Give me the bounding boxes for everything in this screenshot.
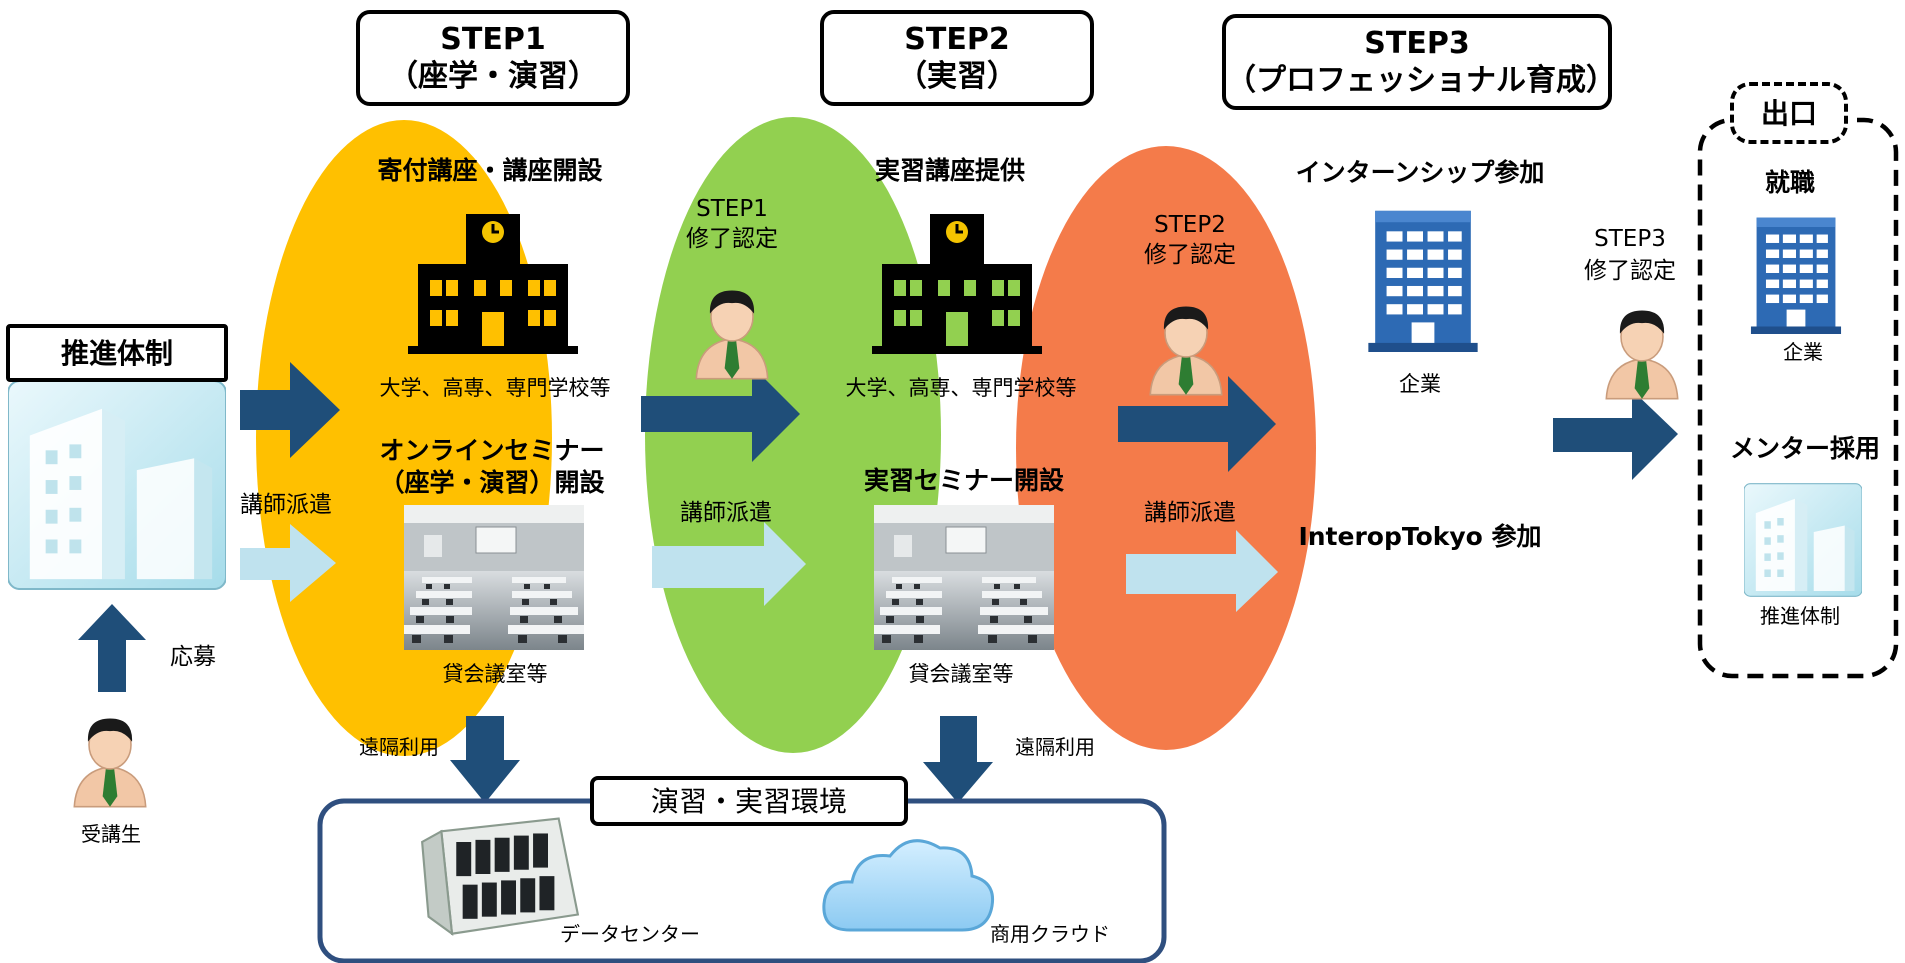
step2-school-caption: 大学、高専、専門学校等 (845, 376, 1077, 400)
step3-company-caption: 企業 (1399, 372, 1441, 396)
arrow-apply-up (78, 604, 146, 692)
env-title-box: 演習・実習環境 (590, 776, 908, 826)
person-icon-step3-cert (1605, 309, 1679, 400)
step1-remote-label: 遠隔利用 (359, 735, 439, 759)
light-arrow-3 (1126, 530, 1278, 612)
step1-header: STEP1 （座学・演習） (356, 10, 630, 106)
arrow-step1-remote (450, 716, 520, 803)
left-dispatch-label: 講師派遣 (240, 492, 332, 518)
step2-cert-line1: STEP2 (1154, 212, 1226, 238)
company-building-icon-step3 (1368, 210, 1478, 352)
exit-title: 出口 (1760, 96, 1817, 130)
step2-header-line2: （実習） (897, 59, 1017, 94)
exit-job-label: 就職 (1764, 168, 1815, 197)
arrow-step1-to-step2 (641, 366, 800, 462)
exit-structure-caption: 推進体制 (1760, 604, 1840, 628)
step1-title1: 寄付講座・講座開設 (377, 156, 603, 185)
step2-cert-line2: 修了認定 (1144, 242, 1236, 268)
step2-header: STEP2 （実習） (820, 10, 1094, 106)
exit-structure-buildings-icon (1744, 483, 1862, 597)
person-icon-student (73, 717, 147, 808)
light-arrow-2 (652, 522, 806, 606)
step3-cert-line2: 修了認定 (1584, 258, 1676, 284)
step2-dispatch-label: 講師派遣 (1144, 500, 1236, 526)
cloud-icon (822, 839, 995, 932)
exit-mentor-label: メンター採用 (1729, 434, 1880, 463)
step2-title2: 実習セミナー開設 (863, 466, 1064, 495)
structure-buildings-icon (8, 380, 226, 590)
apply-label: 応募 (170, 644, 216, 670)
datacenter-icon (421, 817, 579, 935)
step1-title2-line1: オンラインセミナー (379, 436, 605, 465)
step1-school-caption: 大学、高専、専門学校等 (379, 376, 611, 400)
student-label: 受講生 (81, 822, 141, 846)
datacenter-label: データセンター (560, 922, 700, 946)
step1-dispatch-label: 講師派遣 (680, 500, 772, 526)
company-building-icon-exit (1750, 217, 1842, 334)
light-arrow-1 (240, 524, 336, 602)
step3-header-line1: STEP3 (1364, 25, 1470, 61)
step3-cert-line1: STEP3 (1594, 226, 1666, 252)
structure-title: 推進体制 (60, 336, 173, 370)
step2-room-caption: 貸会議室等 (908, 662, 1014, 686)
step2-oval (645, 117, 941, 753)
env-title: 演習・実習環境 (650, 784, 847, 818)
step1-header-line1: STEP1 (440, 21, 546, 57)
room-photo-step1 (403, 505, 585, 650)
step3-header: STEP3 （プロフェッショナル育成） (1222, 14, 1616, 110)
arrow-step2-remote (923, 716, 993, 803)
arrow-step3-to-exit (1553, 390, 1678, 480)
step1-title2-line2: （座学・演習）開設 (379, 468, 605, 497)
arrow-structure-to-step1 (240, 362, 340, 458)
cloud-label: 商用クラウド (990, 922, 1110, 946)
arrow-step2-to-step3 (1118, 376, 1276, 472)
exit-title-box: 出口 (1730, 82, 1848, 144)
exit-company-caption: 企業 (1783, 340, 1823, 364)
step3-title2: InteropTokyo 参加 (1298, 522, 1542, 551)
step2-remote-label: 遠隔利用 (1015, 735, 1095, 759)
step3-header-line2: （プロフェッショナル育成） (1226, 63, 1616, 98)
step3-title1: インターンシップ参加 (1295, 158, 1545, 187)
step1-cert-line1: STEP1 (696, 196, 768, 222)
step1-header-line2: （座学・演習） (388, 59, 598, 94)
step1-cert-line2: 修了認定 (686, 226, 778, 252)
step2-title1: 実習講座提供 (874, 156, 1025, 185)
room-photo-step2 (873, 505, 1055, 650)
step2-header-line1: STEP2 (904, 21, 1010, 57)
structure-title-box: 推進体制 (6, 324, 228, 382)
step1-room-caption: 貸会議室等 (442, 662, 548, 686)
